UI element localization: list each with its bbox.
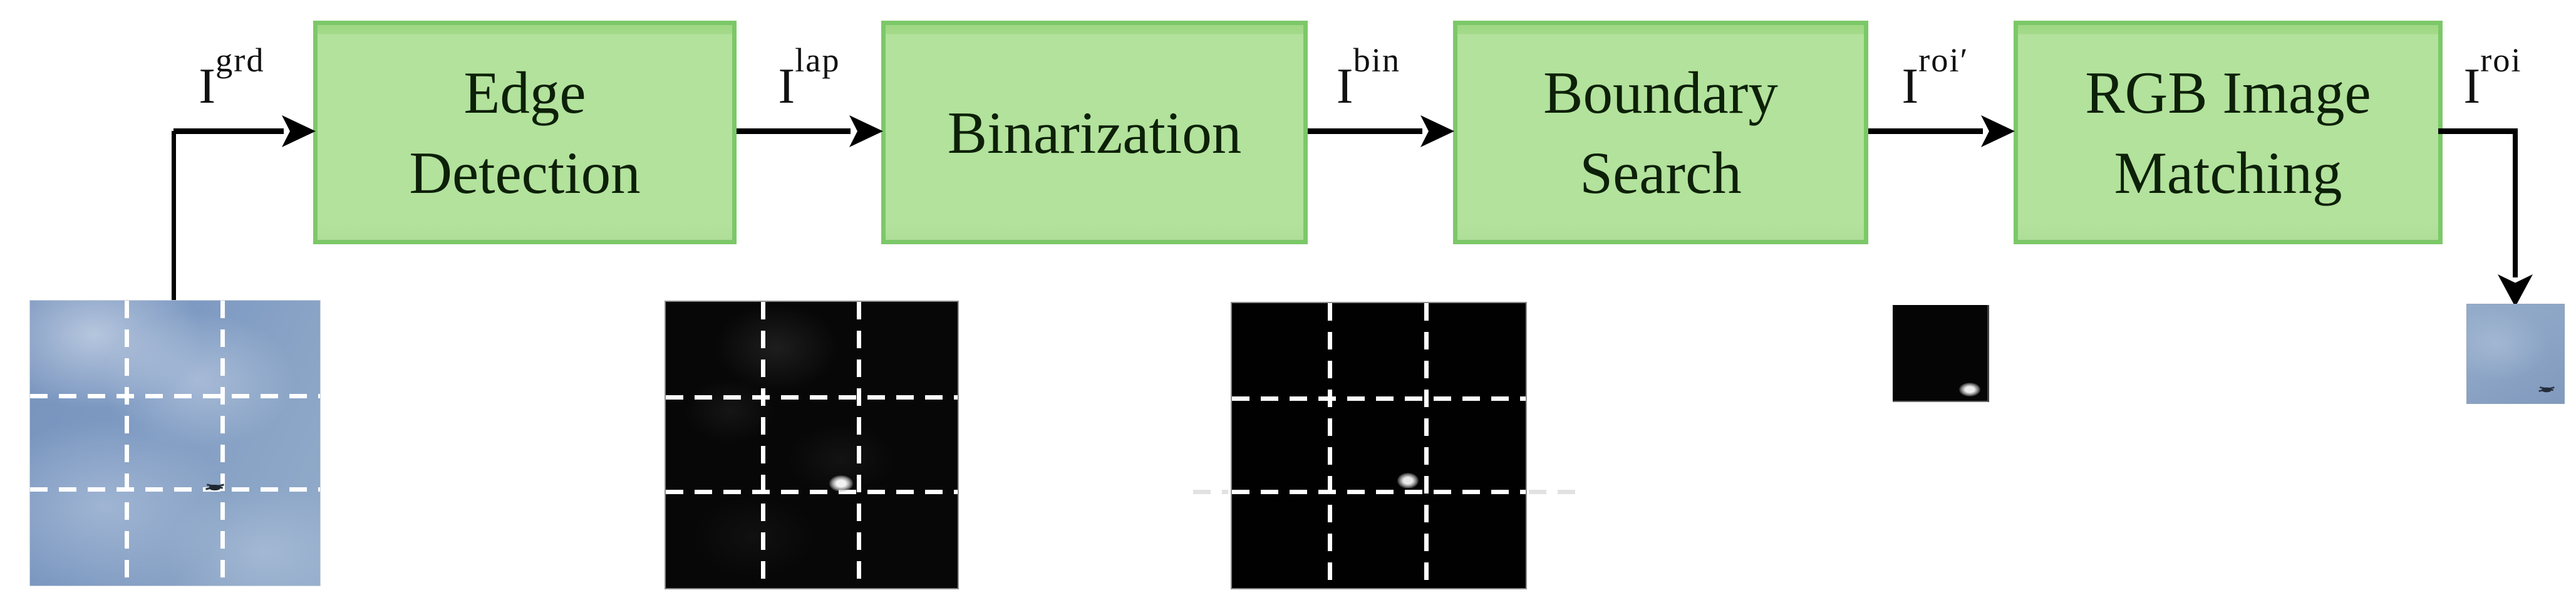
signal-label-igrd: Igrd — [150, 43, 313, 114]
arrowhead-icon — [849, 115, 883, 147]
signal-superscript: roi′ — [1918, 41, 1969, 79]
signal-base: I — [2463, 59, 2481, 114]
box-label-line: Boundary — [1543, 59, 1778, 126]
thirds-gridline-vertical — [1328, 303, 1333, 588]
signal-base: I — [1336, 59, 1353, 114]
thirds-gridline-horizontal — [1232, 490, 1526, 495]
flow-arrow-iroi-vertical — [2513, 128, 2518, 277]
drone-mark — [205, 482, 224, 492]
thirds-gridline-horizontal — [30, 393, 320, 398]
box-label-line: Search — [1580, 139, 1742, 206]
signal-base: I — [778, 59, 795, 114]
flow-arrow-ibin — [1308, 128, 1422, 134]
thirds-gridline-vertical — [1424, 303, 1429, 588]
arrowhead-icon — [282, 115, 316, 147]
roi-candidate-image — [1893, 305, 1989, 402]
process-box-edge-detection: Edge Detection — [313, 21, 737, 244]
process-box-rgb-image-matching: RGB Image Matching — [2014, 21, 2443, 244]
thirds-gridline-vertical — [125, 301, 130, 586]
flow-arrow-iroi-horizontal — [2438, 128, 2517, 134]
box-label-line: Detection — [409, 139, 641, 206]
signal-superscript: grd — [215, 41, 265, 79]
binary-image — [1231, 302, 1527, 589]
box-label-line: Binarization — [947, 99, 1242, 166]
arrowhead-icon — [1420, 115, 1454, 147]
box-label-line: RGB Image — [2085, 59, 2371, 126]
flow-arrow-iroi-prime — [1868, 128, 1983, 134]
thirds-gridline-horizontal — [666, 395, 958, 400]
signal-label-iroi-prime: Iroi′ — [1854, 43, 2017, 114]
signal-superscript: roi — [2480, 41, 2522, 79]
thirds-gridline-vertical — [857, 302, 862, 588]
signal-label-iroi: Iroi — [2411, 43, 2574, 114]
process-box-binarization: Binarization — [881, 21, 1308, 244]
thirds-gridline-vertical — [220, 301, 225, 586]
input-gradient-image — [29, 300, 321, 586]
signal-superscript: bin — [1353, 41, 1401, 79]
signal-base: I — [199, 59, 216, 114]
signal-label-ibin: Ibin — [1287, 43, 1450, 114]
signal-label-ilap: Ilap — [728, 43, 891, 114]
arrowhead-icon — [1981, 115, 2015, 147]
laplacian-image — [665, 301, 959, 589]
drone-body — [209, 485, 220, 490]
connector-input-image-to-arrow — [172, 131, 176, 302]
gridline-overflow-dashes — [1529, 490, 1583, 494]
detected-blob — [1397, 473, 1419, 489]
thirds-gridline-horizontal — [1232, 396, 1526, 401]
flow-arrow-ilap — [737, 128, 851, 134]
thirds-gridline-horizontal — [666, 489, 958, 494]
thirds-gridline-horizontal — [30, 487, 320, 492]
gridline-overflow-dashes — [1193, 490, 1228, 494]
box-label-line: Edge — [463, 59, 586, 126]
box-label-line: Matching — [2114, 139, 2342, 206]
thirds-gridline-vertical — [761, 302, 766, 588]
detected-blob — [829, 475, 853, 492]
signal-superscript: lap — [795, 41, 841, 79]
signal-base: I — [1901, 59, 1919, 114]
process-box-boundary-search: Boundary Search — [1453, 21, 1868, 244]
arrowhead-down-icon — [2498, 274, 2533, 307]
drone-mark — [2538, 385, 2555, 394]
drone-body — [2542, 387, 2552, 393]
flow-arrow-igrd — [173, 128, 284, 134]
roi-rgb-image — [2466, 304, 2565, 404]
detected-blob — [1959, 383, 1980, 396]
